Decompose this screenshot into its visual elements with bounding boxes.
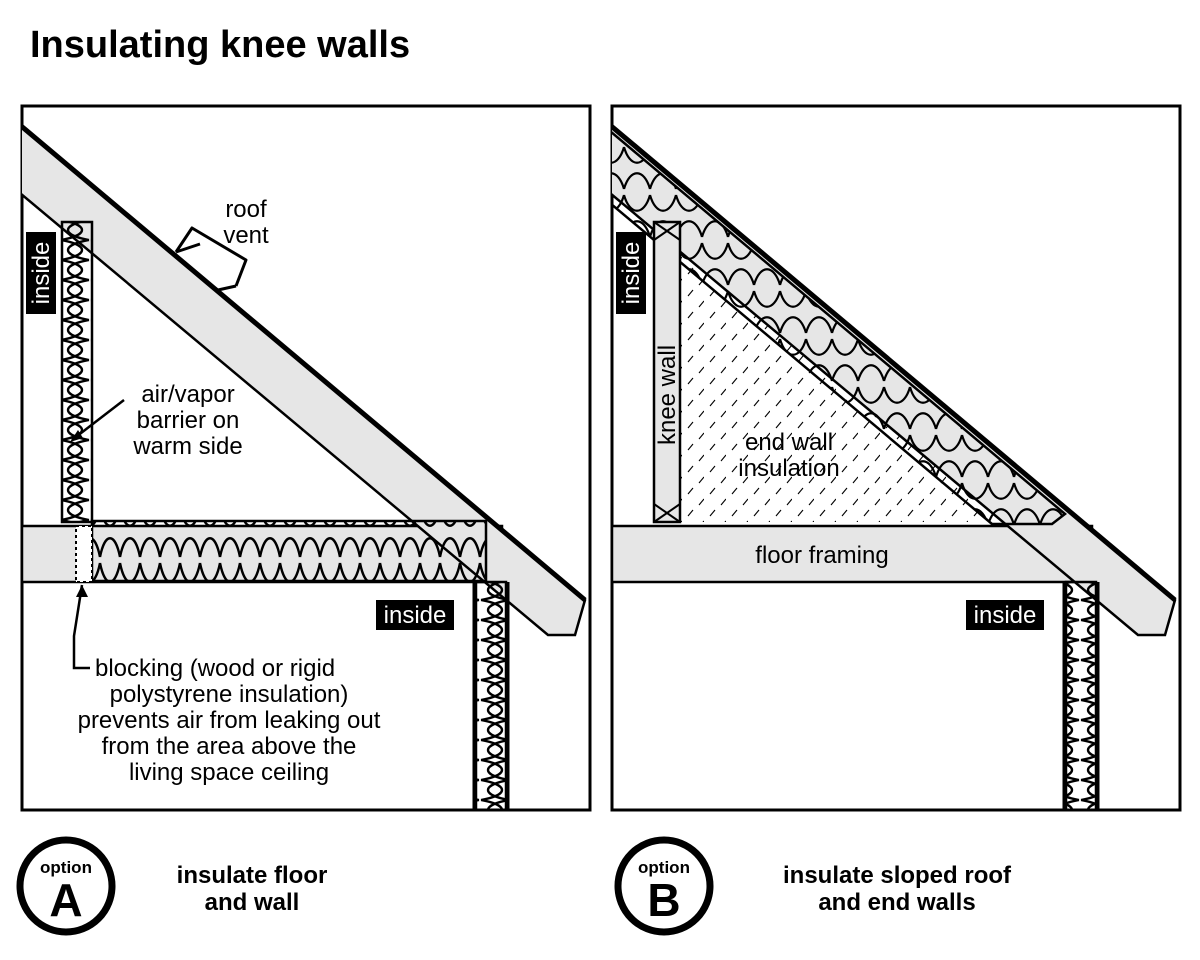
- blocking-label-5: living space ceiling: [129, 759, 329, 786]
- panel-a: roof vent inside inside air/vapor barrie…: [16, 104, 592, 936]
- option-letter: B: [647, 874, 680, 926]
- barrier-label-2: barrier on: [137, 407, 240, 434]
- page-title: Insulating knee walls: [30, 24, 411, 66]
- option-letter: A: [49, 874, 82, 926]
- caption-a-1: insulate floor: [177, 862, 328, 889]
- option-word: option: [40, 858, 92, 877]
- knee-wall: [652, 220, 682, 524]
- option-word: option: [638, 858, 690, 877]
- roof-vent-label-2: vent: [223, 222, 269, 249]
- roof-insulation: [612, 131, 1067, 526]
- panel-b: inside inside knee wall end wall insulat…: [610, 104, 1182, 936]
- inside-tag-a-right: inside: [376, 600, 454, 630]
- barrier-label-1: air/vapor: [141, 381, 234, 408]
- blocking-label-4: from the area above the: [102, 733, 357, 760]
- inside-tag-b-right: inside: [966, 600, 1044, 630]
- caption-a-2: and wall: [205, 889, 300, 916]
- barrier-leader: [71, 399, 125, 441]
- inside-label: inside: [618, 242, 645, 305]
- blocking: [75, 525, 93, 583]
- blocking-label-3: prevents air from leaking out: [78, 707, 381, 734]
- blocking-leader: [72, 584, 90, 670]
- inside-tag-b-left: inside: [616, 232, 646, 314]
- end-wall-label-1: end wall: [745, 429, 833, 456]
- roof-vent-label: roof: [225, 196, 267, 223]
- caption-b-1: insulate sloped roof: [783, 862, 1012, 889]
- floor-framing: [612, 524, 1094, 584]
- roof-shingles: [612, 123, 1177, 602]
- barrier-label-3: warm side: [132, 433, 242, 460]
- caption-b-2: and end walls: [818, 889, 975, 916]
- inside-label: inside: [384, 602, 447, 629]
- floor-insulation: [90, 519, 488, 583]
- roof-vent-icon: [174, 226, 248, 292]
- knee-wall-label: knee wall: [654, 345, 681, 445]
- inside-label: inside: [28, 242, 55, 305]
- exterior-wall-insulation: [1064, 580, 1098, 810]
- exterior-wall-insulation: [474, 580, 508, 810]
- end-wall-label-2: insulation: [738, 455, 839, 482]
- floor-framing-label: floor framing: [755, 542, 888, 569]
- roof-shingles: [22, 123, 587, 602]
- blocking-label-2: polystyrene insulation): [110, 681, 349, 708]
- inside-label: inside: [974, 602, 1037, 629]
- option-b-badge: option B: [614, 836, 714, 936]
- knee-wall-insulation: [60, 220, 94, 524]
- inside-tag-a-left: inside: [26, 232, 56, 314]
- blocking-label-1: blocking (wood or rigid: [95, 655, 335, 682]
- option-a-badge: option A: [16, 836, 116, 936]
